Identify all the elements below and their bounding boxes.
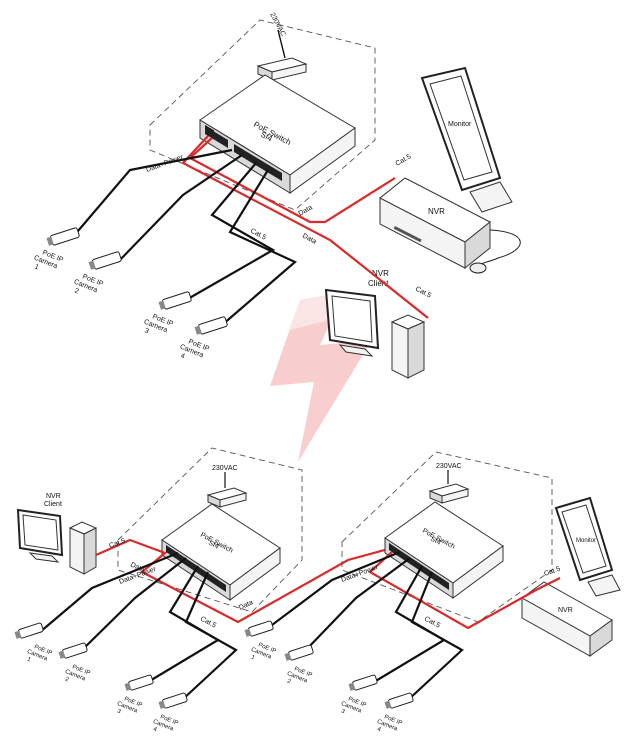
pc-icon: [324, 288, 426, 379]
camera-icon: [194, 316, 228, 335]
top-data-label-b: Data: [301, 233, 317, 246]
top-camera-1-label: PoE IP Camera 1: [33, 249, 65, 271]
camera-icon: [46, 227, 80, 246]
svg-text:4: 4: [179, 352, 185, 360]
monitor-icon: [420, 66, 513, 213]
bl-camera-cable-1: [39, 551, 179, 633]
svg-text:2: 2: [286, 679, 292, 686]
power-adapter-icon: [206, 487, 248, 508]
bl-power-label: 230VAC: [212, 465, 238, 472]
br-power-label: 230VAC: [436, 463, 462, 470]
power-adapter-icon: [256, 57, 308, 81]
top-camera-cable-1: [71, 148, 233, 239]
mouse-icon: [469, 262, 487, 274]
br-switch-label-2: Sf4: [429, 536, 442, 547]
svg-text:1: 1: [33, 263, 39, 271]
bl-camera-cable-4: [181, 571, 238, 701]
bl-switch-label-2: Sf4: [207, 540, 220, 551]
top-diagram: 230VAC PoE Switch Sf4 Monitor: [33, 12, 521, 379]
bl-camera-3-label: PoE IP Camera 3: [116, 696, 143, 716]
top-data-cable-client: [181, 135, 429, 319]
bl-enclosure: [117, 447, 303, 613]
top-cat5-label-a: Cat.5: [395, 153, 413, 167]
camera-icon: [88, 251, 122, 270]
svg-text:3: 3: [340, 709, 346, 716]
top-enclosure: [149, 19, 376, 211]
camera-icon: [14, 622, 44, 639]
br-camera-3-label: PoE IP Camera 3: [340, 696, 367, 716]
top-nvr-client-label-1: NVR: [372, 269, 389, 278]
top-monitor-label: Monitor: [448, 121, 472, 128]
bl-camera-2-label: PoE IP Camera 2: [64, 664, 91, 684]
poe-switch-icon: [199, 74, 356, 194]
top-camera-cable-3: [185, 162, 276, 301]
svg-text:4: 4: [152, 727, 158, 734]
camera-icon: [284, 644, 314, 661]
br-camera-4-label: PoE IP Camera 4: [376, 714, 403, 734]
top-nvr-client-label-2: Client: [368, 279, 389, 288]
top-camera-2-label: PoE IP Camera 2: [73, 273, 105, 295]
br-camera-cable-2: [303, 557, 411, 653]
svg-text:2: 2: [73, 287, 79, 295]
bl-camera-4-label: PoE IP Camera 4: [152, 714, 179, 734]
top-power-label: 230VAC: [268, 12, 286, 38]
br-monitor-label: Monitor: [576, 538, 596, 544]
bottom-right-diagram: 230VAC PoE Switch Sf4 Monitor NVR Cat.5: [244, 451, 621, 734]
power-adapter-icon: [428, 483, 470, 504]
top-camera-cable-2: [117, 154, 243, 263]
bl-camera-cable-2: [79, 557, 187, 653]
top-nvr-label: NVR: [428, 207, 445, 216]
bl-cat5-label-a: Cat.5: [108, 538, 126, 550]
camera-icon: [58, 642, 88, 659]
svg-text:4: 4: [376, 727, 382, 734]
top-camera-cable-4: [221, 169, 298, 326]
camera-icon: [158, 692, 188, 709]
svg-text:1: 1: [250, 655, 256, 662]
bl-data-cable: [95, 538, 393, 624]
svg-text:1: 1: [26, 657, 32, 664]
svg-text:3: 3: [143, 327, 149, 335]
br-camera-cable-4: [407, 571, 464, 701]
br-enclosure: [341, 451, 553, 623]
monitor-icon: [554, 496, 621, 597]
poe-switch-icon: [161, 503, 281, 601]
br-camera-2-label: PoE IP Camera 2: [286, 666, 313, 686]
bl-nvr-client-label-2: Client: [44, 501, 62, 508]
camera-icon: [244, 620, 274, 637]
nvr-icon: [379, 177, 491, 270]
top-data-cable-nvr: [188, 137, 396, 224]
top-camera-3-label: PoE IP Camera 3: [143, 313, 175, 335]
br-nvr-label: NVR: [558, 607, 573, 614]
top-camera-4-label: PoE IP Camera 4: [179, 338, 211, 360]
br-cat5-label-a: Cat.5: [543, 566, 561, 578]
bl-nvr-client-label-1: NVR: [46, 493, 61, 500]
top-cat5-label-c: Cat.5: [414, 286, 432, 300]
camera-icon: [348, 674, 378, 691]
svg-text:3: 3: [116, 709, 122, 716]
mouse-cable: [477, 229, 521, 267]
camera-icon: [158, 291, 192, 310]
pc-icon: [16, 508, 98, 575]
bl-cat5-label-b: Cat.5: [199, 616, 217, 630]
bl-camera-1-label: PoE IP Camera 1: [26, 644, 53, 664]
bottom-left-diagram: 230VAC PoE Switch Sf4 NVR Client Cat.5 D…: [14, 447, 393, 734]
br-data-cable: [368, 551, 561, 630]
top-cat5-label-b: Cat.5: [249, 228, 267, 242]
br-camera-1-label: PoE IP Camera 1: [250, 642, 277, 662]
camera-icon: [124, 674, 154, 691]
svg-text:2: 2: [64, 677, 70, 684]
poe-switch-icon: [384, 501, 504, 599]
nvr-icon: [521, 581, 613, 657]
br-cat5-label-b: Cat.5: [423, 616, 441, 630]
top-data-power-label: Data+Power: [145, 154, 184, 174]
power-cord: [277, 29, 286, 59]
br-camera-cable-1: [267, 550, 401, 629]
camera-icon: [384, 692, 414, 709]
